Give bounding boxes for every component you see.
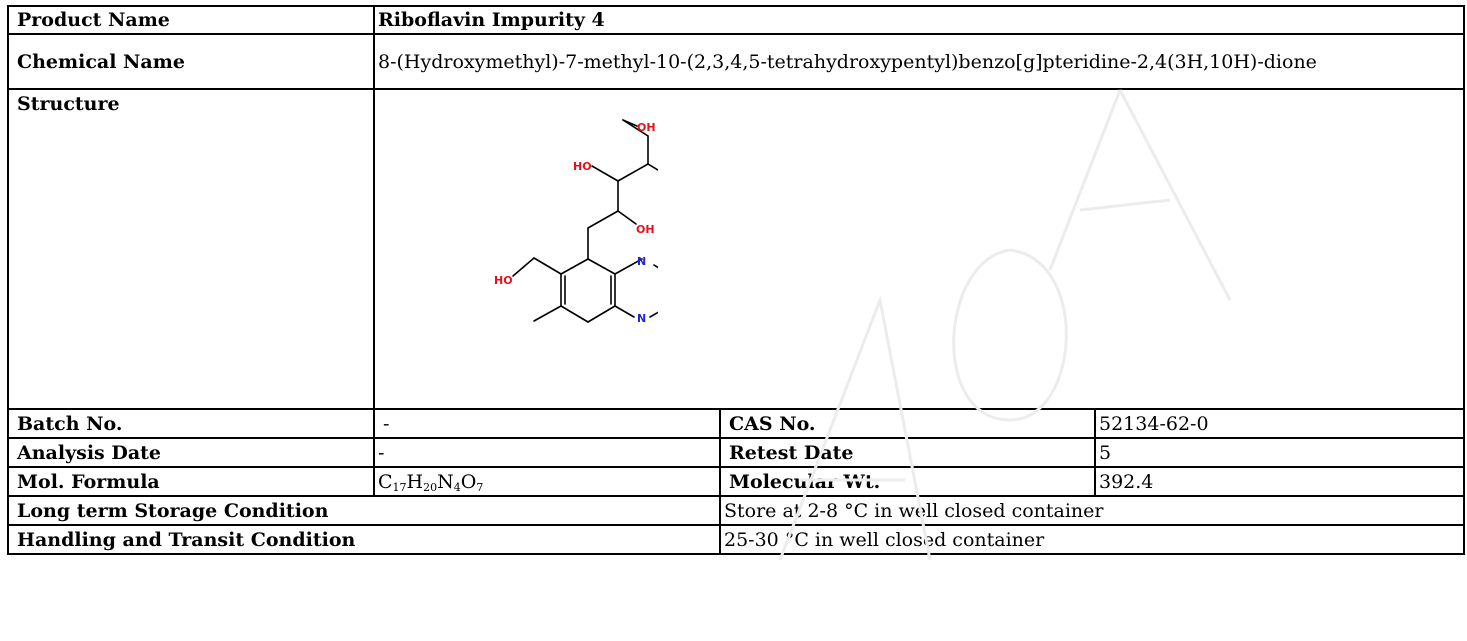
row-storage: Long term Storage Condition Store at 2-8… (7, 495, 1465, 526)
row-handling: Handling and Transit Condition 25-30 °C … (7, 524, 1465, 555)
formula-h: H (406, 470, 424, 493)
storage-value: Store at 2-8 °C in well closed container (719, 495, 1465, 526)
formula-o-count: 7 (476, 480, 484, 494)
product-name-value: Riboflavin Impurity 4 (373, 5, 1465, 35)
analysis-date-value: - (373, 437, 721, 468)
chemical-name-value: 8-(Hydroxymethyl)-7-methyl-10-(2,3,4,5-t… (373, 33, 1465, 90)
coa-table: Product Name Riboflavin Impurity 4 Chemi… (7, 5, 1465, 555)
formula-c: C (378, 470, 393, 493)
molecular-wt-value: 392.4 (1094, 466, 1465, 497)
storage-label: Long term Storage Condition (7, 495, 721, 526)
formula-o: O (460, 470, 477, 493)
structure-label: Structure (7, 88, 375, 410)
batch-value: - (373, 408, 721, 439)
atom-n-top: N (637, 255, 646, 268)
batch-label: Batch No. (7, 408, 375, 439)
retest-date-value: 5 (1094, 437, 1465, 468)
atom-n-bottom: N (637, 312, 646, 325)
product-name-label: Product Name (7, 5, 375, 35)
row-product-name: Product Name Riboflavin Impurity 4 (7, 5, 1465, 35)
row-batch: Batch No. - CAS No. 52134-62-0 (7, 408, 1465, 439)
formula-c-count: 17 (392, 480, 407, 494)
cas-label: CAS No. (719, 408, 1096, 439)
atom-ho-left: HO (573, 160, 592, 173)
row-analysis: Analysis Date - Retest Date 5 (7, 437, 1465, 468)
formula-n: N (437, 470, 454, 493)
structure-cell: OH HO OH OH HO N N O NH N O (373, 88, 1465, 410)
retest-date-label: Retest Date (719, 437, 1096, 468)
handling-value: 25-30 °C in well closed container (719, 524, 1465, 555)
atom-oh-low: OH (636, 223, 655, 236)
formula-n-count: 4 (453, 480, 461, 494)
atom-oh-top: OH (637, 121, 656, 134)
chemical-name-label: Chemical Name (7, 33, 375, 90)
analysis-date-label: Analysis Date (7, 437, 375, 468)
mol-formula-label: Mol. Formula (7, 466, 375, 497)
structure-image: OH HO OH OH HO N N O NH N O (494, 119, 658, 325)
row-structure: Structure (7, 88, 1465, 410)
mol-formula-value: C17H20N4O7 (373, 466, 721, 497)
atom-ho-ring: HO (494, 274, 513, 287)
handling-label: Handling and Transit Condition (7, 524, 721, 555)
row-formula: Mol. Formula C17H20N4O7 Molecular Wt. 39… (7, 466, 1465, 497)
formula-h-count: 20 (423, 480, 438, 494)
row-chemical-name: Chemical Name 8-(Hydroxymethyl)-7-methyl… (7, 33, 1465, 90)
molecular-wt-label: Molecular Wt. (719, 466, 1096, 497)
cas-value: 52134-62-0 (1094, 408, 1465, 439)
